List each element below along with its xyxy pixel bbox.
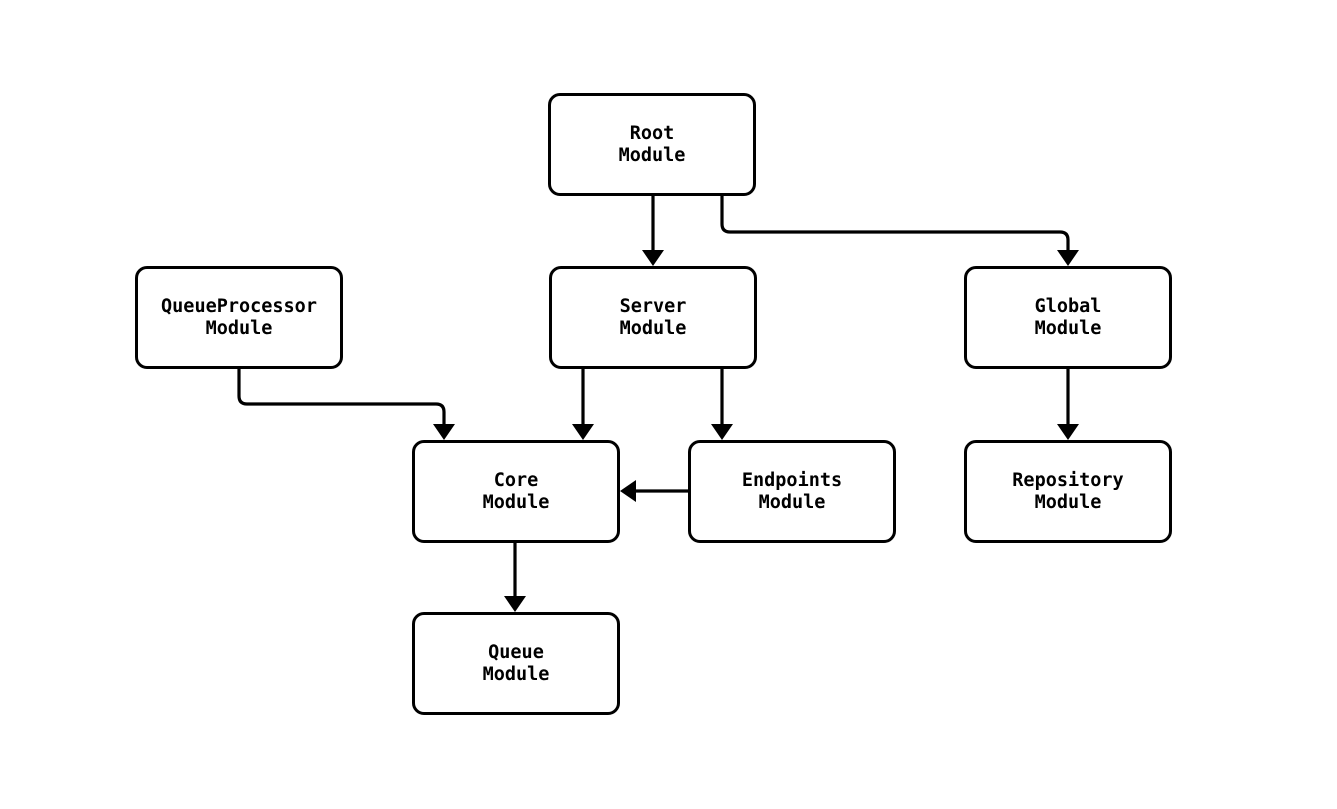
edge-root-to-global <box>720 196 1079 266</box>
edge-queueprocessor-to-core <box>237 369 455 440</box>
node-global-module-label-line1: Global <box>1034 295 1102 317</box>
node-queue-module-label-line2: Module <box>482 663 550 685</box>
node-endpoints-module: Endpoints Module <box>688 440 896 543</box>
node-global-module: Global Module <box>964 266 1172 369</box>
node-server-module-label-line1: Server <box>619 295 687 317</box>
node-core-module-label-line2: Module <box>482 491 550 513</box>
node-queue-module: Queue Module <box>412 612 620 715</box>
edge-server-to-core <box>572 369 594 440</box>
node-queueprocessor-module-label-line1: QueueProcessor <box>161 295 317 317</box>
node-root-module-label-line1: Root <box>629 122 675 144</box>
edge-core-to-queue <box>504 543 526 612</box>
node-root-module-label-line2: Module <box>618 144 686 166</box>
node-global-module-label-line2: Module <box>1034 317 1102 339</box>
node-server-module: Server Module <box>549 266 757 369</box>
node-server-module-label-line2: Module <box>619 317 687 339</box>
edge-endpoints-to-core <box>620 480 688 502</box>
node-endpoints-module-label-line1: Endpoints <box>741 469 843 491</box>
node-queueprocessor-module-label-line2: Module <box>205 317 273 339</box>
edge-server-to-endpoints <box>711 369 733 440</box>
edge-global-to-repository <box>1057 369 1079 440</box>
node-core-module: Core Module <box>412 440 620 543</box>
node-queue-module-label-line1: Queue <box>488 641 544 663</box>
node-endpoints-module-label-line2: Module <box>758 491 826 513</box>
node-repository-module: Repository Module <box>964 440 1172 543</box>
node-repository-module-label-line1: Repository <box>1012 469 1124 491</box>
node-root-module: Root Module <box>548 93 756 196</box>
node-core-module-label-line1: Core <box>493 469 539 491</box>
node-queueprocessor-module: QueueProcessor Module <box>135 266 343 369</box>
node-repository-module-label-line2: Module <box>1034 491 1102 513</box>
edge-root-to-server <box>642 196 664 266</box>
